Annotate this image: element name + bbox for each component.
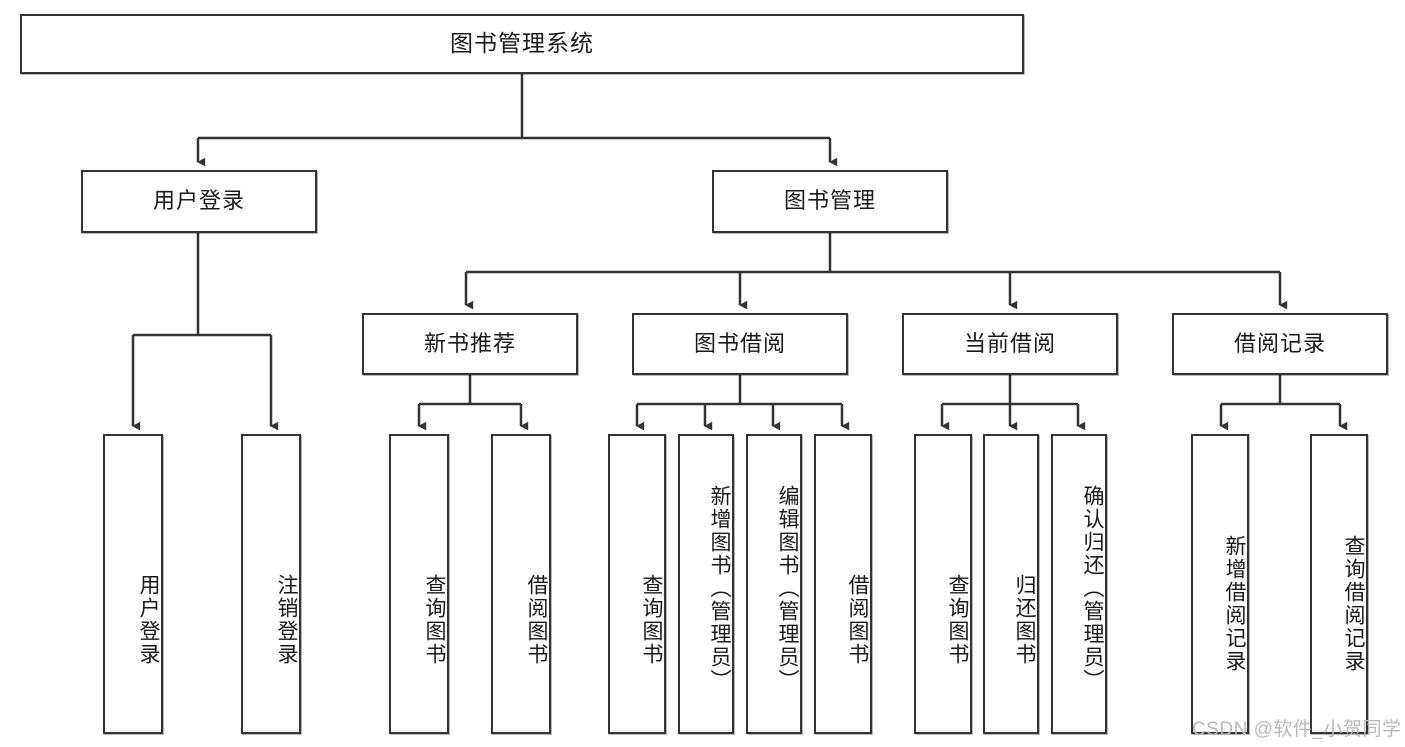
leaf-confirm-return[interactable]: 确认归还（管理员） [1051,434,1107,734]
node-user-login[interactable]: 用户登录 [81,170,317,233]
node-current-borrow[interactable]: 当前借阅 [902,313,1118,375]
leaf-borrow-book-2[interactable]: 借阅图书 [814,434,872,734]
node-new-book-recommend[interactable]: 新书推荐 [362,313,578,375]
node-book-management[interactable]: 图书管理 [712,170,948,233]
leaf-borrow-book-1[interactable]: 借阅图书 [491,434,551,734]
leaf-add-book[interactable]: 新增图书（管理员） [678,434,734,734]
node-borrow-record[interactable]: 借阅记录 [1172,313,1388,375]
leaf-query-book-2[interactable]: 查询图书 [608,434,666,734]
leaf-user-login[interactable]: 用户登录 [103,434,163,734]
leaf-logout-login[interactable]: 注销登录 [241,434,301,734]
leaf-add-record[interactable]: 新增借阅记录 [1191,434,1249,734]
leaf-query-book-3[interactable]: 查询图书 [914,434,972,734]
leaf-return-book[interactable]: 归还图书 [983,434,1039,734]
csdn-watermark: CSDN @软件_小贺同学 [1192,719,1402,740]
node-book-borrow[interactable]: 图书借阅 [632,313,848,375]
node-root[interactable]: 图书管理系统 [20,14,1024,74]
leaf-query-record[interactable]: 查询借阅记录 [1310,434,1368,734]
leaf-edit-book[interactable]: 编辑图书（管理员） [746,434,802,734]
leaf-query-book-1[interactable]: 查询图书 [389,434,449,734]
